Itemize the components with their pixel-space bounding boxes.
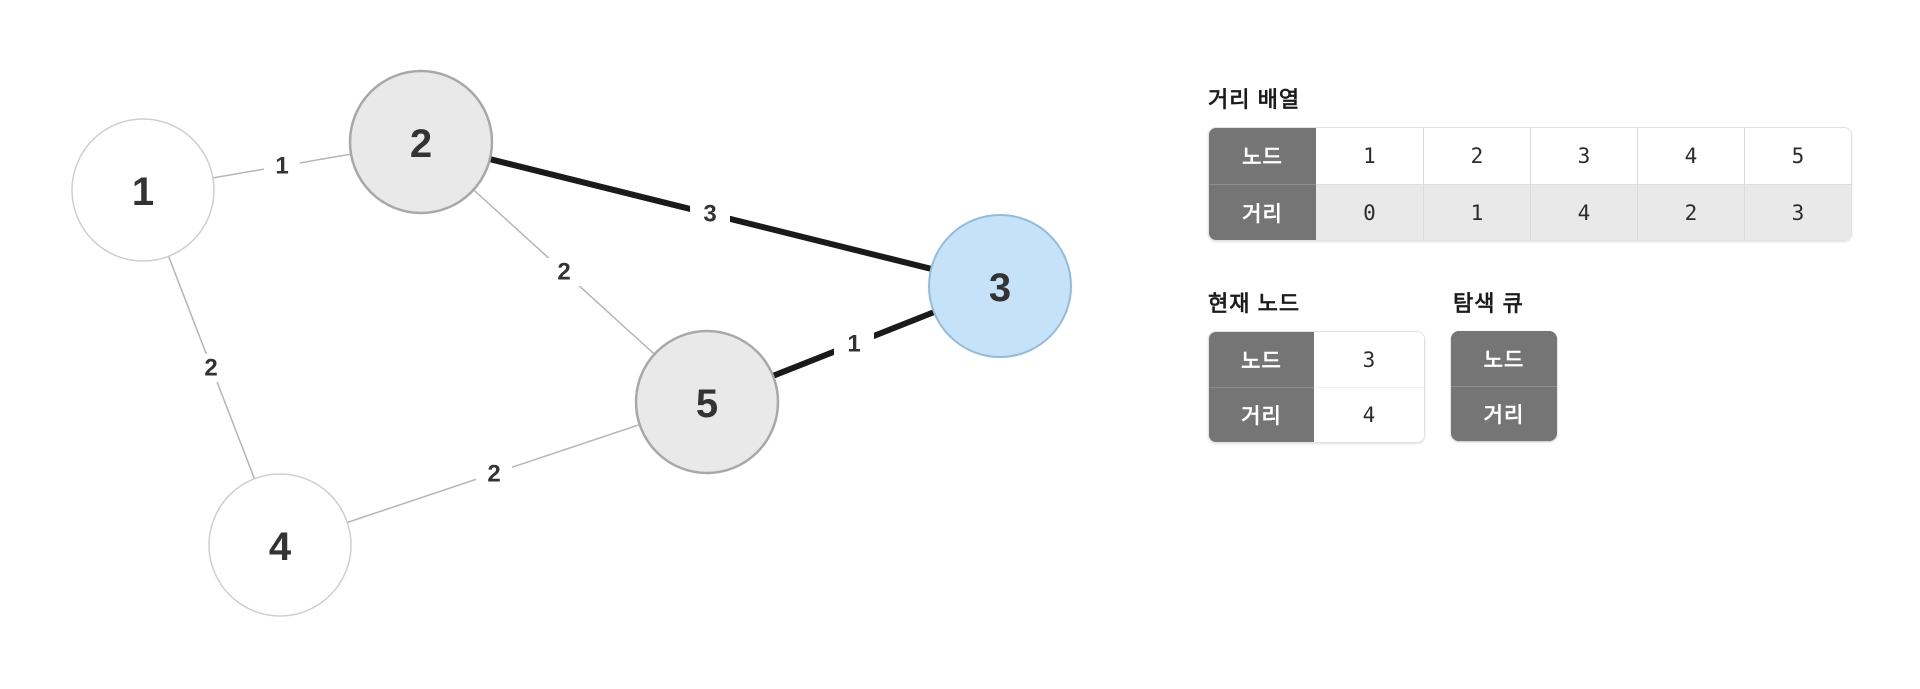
node-4: 4: [208, 473, 352, 617]
current-node-title: 현재 노드: [1208, 291, 1301, 316]
node-2: 2: [348, 69, 494, 215]
node-1-label: 1: [132, 170, 154, 214]
current-node-table: 노드 3 거리 4: [1208, 331, 1425, 443]
edge-weight-text: 2: [204, 355, 217, 382]
edge-weight-label-1-4: 2: [193, 354, 229, 382]
edge-label-bg: [546, 258, 582, 286]
node-id-cell: 1: [1363, 144, 1376, 168]
edge-weight-label-2-5: 2: [546, 258, 582, 286]
edge-label-bg: [193, 354, 229, 382]
distance-array-section: 거리 배열 노드 1 2 3 4 5 거리 0 1 4 2 3: [1206, 82, 1866, 241]
edge-label-bg: [264, 152, 300, 180]
current-node-distance-value: 4: [1314, 387, 1424, 442]
node-3: 3: [928, 214, 1072, 358]
row-header-node: 노드: [1209, 128, 1316, 184]
graph-canvas: 1 2 2 2 3 1 1 2: [71, 69, 1072, 617]
edge-weight-label-5-3: 1: [834, 330, 874, 358]
node-1: 1: [71, 118, 215, 262]
distance-cell: 3: [1744, 184, 1851, 240]
node-3-label: 3: [989, 266, 1011, 310]
distance-array-title: 거리 배열: [1208, 87, 1301, 112]
node-2-circle: [348, 69, 494, 215]
current-node-node-row: 노드 3: [1209, 332, 1424, 387]
edge-weight-text: 2: [487, 461, 500, 488]
distance-cell: 2: [1637, 184, 1744, 240]
node-5: 5: [634, 329, 780, 475]
distance-array-distance-row: 거리 0 1 4 2 3: [1209, 184, 1851, 240]
node-id-cell: 4: [1637, 128, 1744, 184]
current-node-distance-row: 거리 4: [1209, 387, 1424, 442]
node-4-circle: [208, 473, 352, 617]
current-node-value: 3: [1314, 332, 1424, 387]
distance-cell: 1: [1423, 184, 1530, 240]
node-2-label: 2: [410, 122, 432, 166]
search-queue-table: 노드 거리: [1451, 331, 1557, 441]
distance-array-node-row: 노드 1 2 3 4 5: [1209, 128, 1851, 184]
row-header-distance: 거리: [1451, 386, 1557, 441]
node-5-label: 5: [696, 382, 718, 426]
current-node-section: 현재 노드 노드 3 거리 4: [1206, 286, 1425, 443]
search-queue-title: 탐색 큐: [1453, 291, 1524, 316]
row-header-distance: 거리: [1209, 184, 1316, 240]
edge-weight-label-1-2: 1: [264, 152, 300, 180]
edge-weight-label-2-3: 3: [690, 200, 730, 228]
node-id-cell: 5: [1744, 128, 1851, 184]
row-header-distance: 거리: [1209, 387, 1314, 442]
edge-weight-text: 1: [847, 331, 860, 358]
node-1-circle: [71, 118, 215, 262]
node-3-circle: [928, 214, 1072, 358]
edge-label-bg: [834, 330, 874, 358]
edge-weight-text: 1: [275, 153, 288, 180]
node-id-cell: 3: [1530, 128, 1637, 184]
search-queue-section: 탐색 큐 노드 거리: [1451, 286, 1557, 443]
distance-array-table: 노드 1 2 3 4 5 거리 0 1 4 2 3: [1208, 127, 1852, 241]
edge-label-bg: [476, 460, 512, 488]
node-4-label: 4: [269, 525, 292, 569]
row-header-node: 노드: [1451, 331, 1557, 386]
node-id-cell: 2: [1423, 128, 1530, 184]
distance-cell: 0: [1316, 184, 1423, 240]
edge-weight-text: 3: [703, 201, 716, 228]
edge-label-bg: [690, 200, 730, 228]
row-header-node: 노드: [1209, 332, 1314, 387]
edge-weight-text: 2: [557, 259, 570, 286]
edge-weight-label-4-5: 2: [476, 460, 512, 488]
info-panel: 거리 배열 노드 1 2 3 4 5 거리 0 1 4 2 3: [1206, 82, 1866, 443]
node-5-circle: [634, 329, 780, 475]
distance-cell: 4: [1530, 184, 1637, 240]
